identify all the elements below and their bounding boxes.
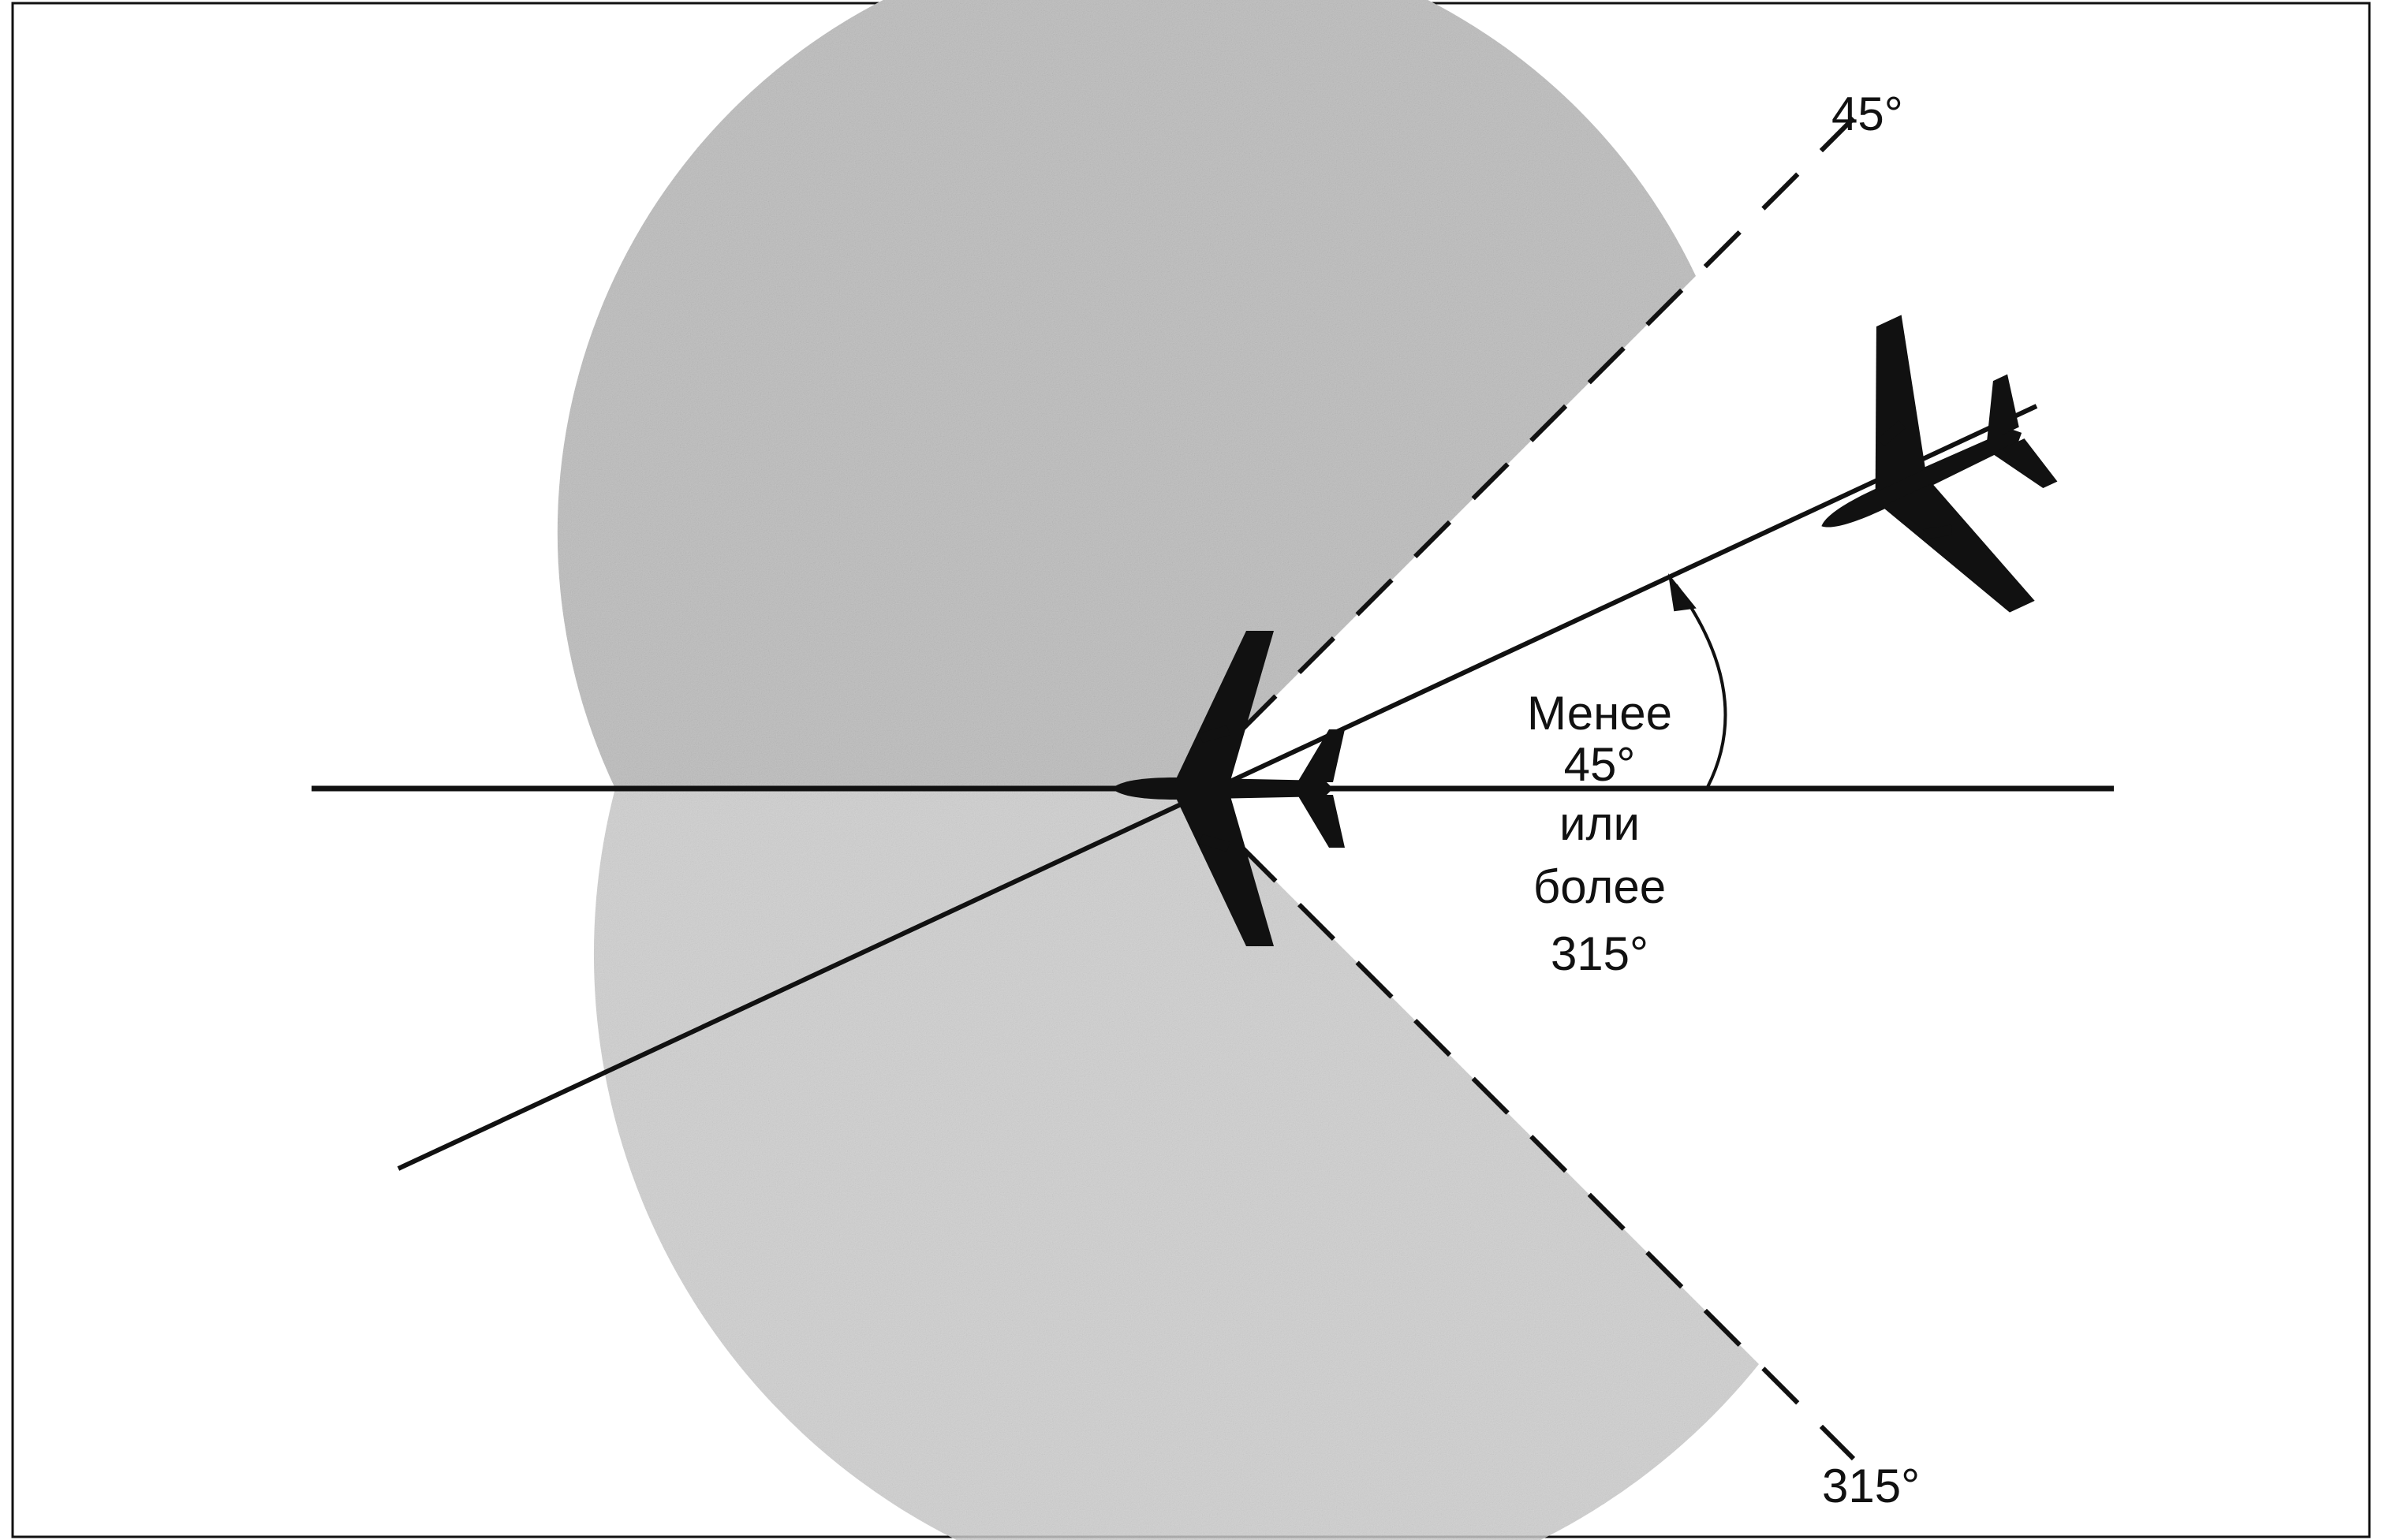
angle-note-line4: более [1533, 860, 1666, 913]
aircraft-intruding [1754, 285, 2100, 669]
angle-arc [1674, 584, 1727, 788]
angle-arrowhead [1667, 572, 1697, 612]
angle-note-line1: Менее [1527, 687, 1672, 740]
shaded-sector-upper [557, 0, 1696, 789]
angle-note-line5: 315° [1551, 927, 1648, 980]
angle-note-line2: 45° [1564, 738, 1636, 791]
label-315: 315° [1822, 1460, 1920, 1512]
angle-note-line3: или [1559, 797, 1640, 850]
shaded-sector-lower [593, 789, 1759, 1540]
label-45: 45° [1831, 88, 1903, 140]
